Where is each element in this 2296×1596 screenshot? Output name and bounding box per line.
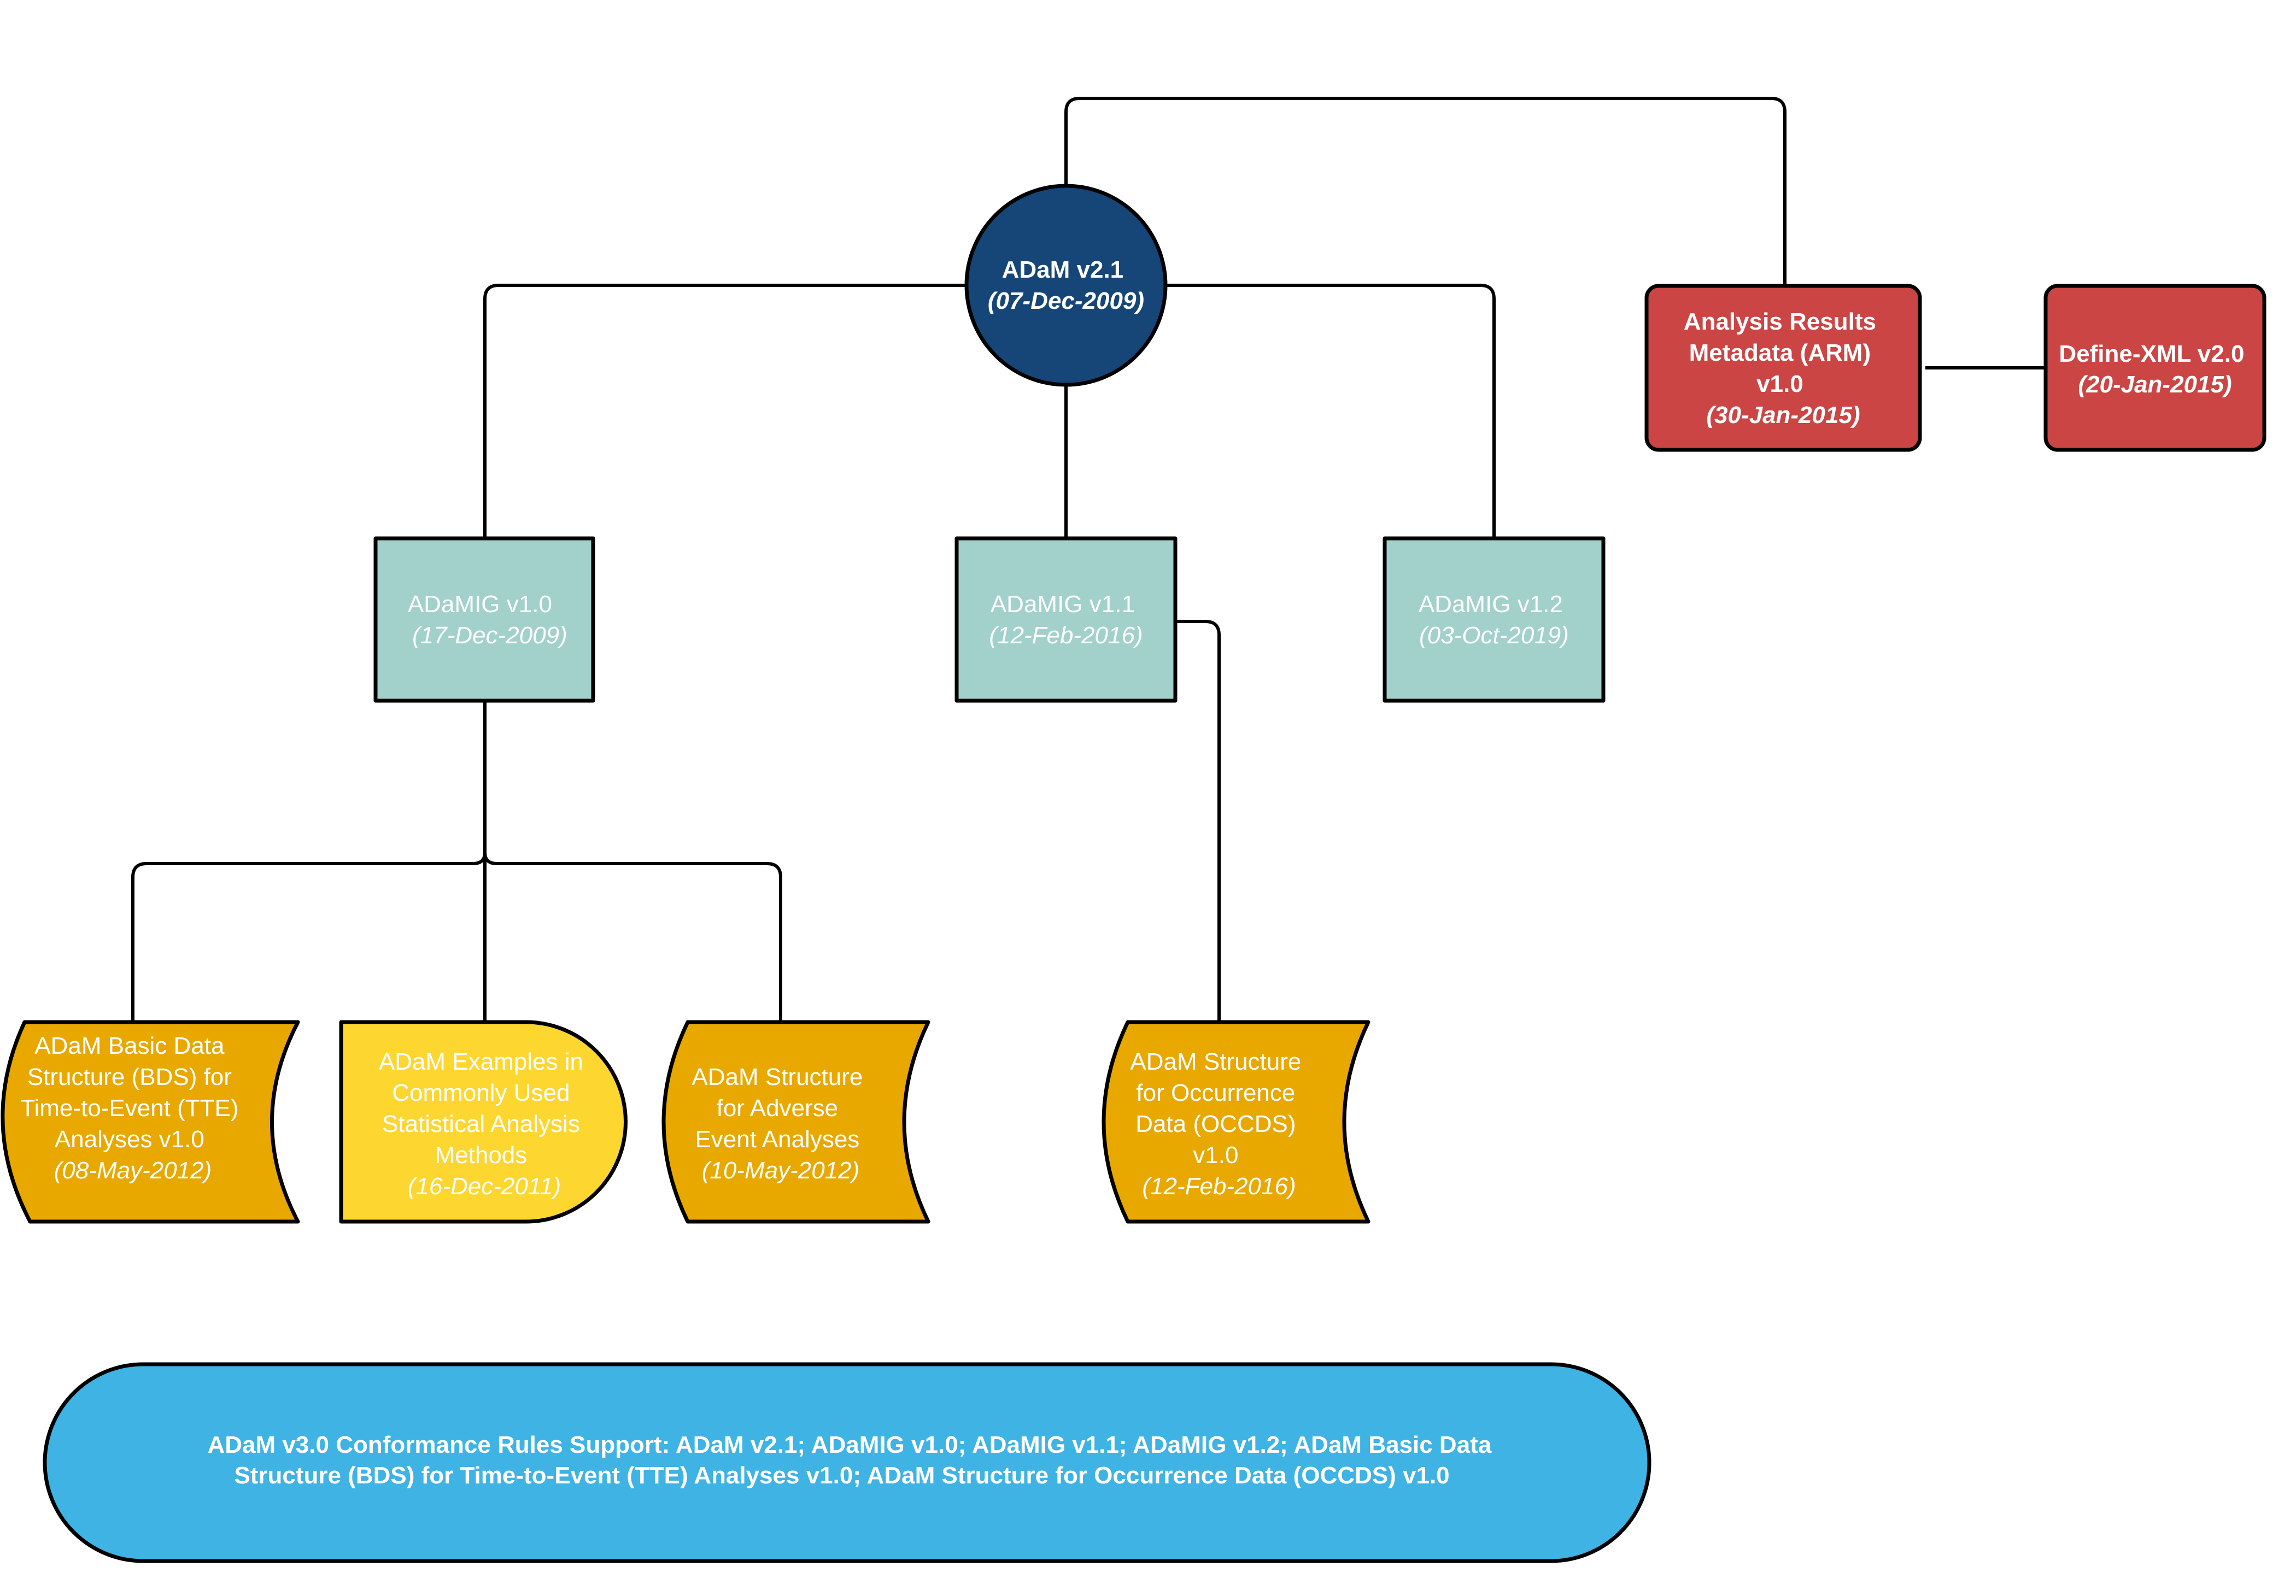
svg-text:ADaM v3.0 Conformance Rules Su: ADaM v3.0 Conformance Rules Support: ADa… [207, 1431, 1498, 1489]
arm-line-1: Analysis Results [1684, 308, 1876, 335]
adamig-v1-0-box [373, 536, 595, 703]
define-xml-box [2043, 284, 2266, 452]
svg-text:ADaM Examples in Commonl: ADaM Examples in Commonly Used Statistic… [379, 1048, 590, 1200]
examples-line-1: ADaM Examples in [379, 1048, 583, 1075]
occds-line-1: ADaM Structure [1130, 1048, 1301, 1075]
occds-date: (12-Feb-2016) [1142, 1173, 1296, 1200]
node-adamig-v1-1: ADaMIG v1.1 (12-Feb-2016) [954, 536, 1178, 703]
svg-text:ADaM Structure for Adver: ADaM Structure for Adverse Event Analyse… [692, 1064, 869, 1184]
adam-v2-1-title: ADaM v2.1 [1002, 256, 1124, 283]
adamig-v1-0-title: ADaMIG v1.0 [408, 591, 552, 618]
adamig-v1-1-title: ADaMIG v1.1 [991, 591, 1135, 618]
adverse-event-line-1: ADaM Structure [692, 1064, 863, 1090]
examples-line-3: Statistical Analysis [382, 1111, 580, 1137]
adamig-v1-2-title: ADaMIG v1.2 [1419, 591, 1563, 618]
define-xml-date: (20-Jan-2015) [2078, 371, 2231, 398]
connectors [131, 97, 2046, 1022]
bds-tte-line-4: Analyses v1.0 [55, 1126, 204, 1153]
node-arm-v1-0: Analysis Results Metadata (ARM) v1.0 (30… [1644, 284, 1922, 452]
adamig-v1-0-date: (17-Dec-2009) [412, 622, 567, 649]
occds-line-4: v1.0 [1193, 1142, 1238, 1169]
examples-line-4: Methods [435, 1142, 528, 1169]
adamig-v1-2-date: (03-Oct-2019) [1419, 622, 1569, 649]
adamig-v1-1-date: (12-Feb-2016) [989, 622, 1143, 649]
svg-text:ADaM Basic Data Structur: ADaM Basic Data Structure (BDS) for Time… [20, 1032, 245, 1184]
node-conformance-rules: ADaM v3.0 Conformance Rules Support: ADa… [43, 1362, 1651, 1563]
adamig-v1-1-box [954, 536, 1178, 703]
edge-adam-to-arm [1064, 97, 1787, 286]
node-adverse-event: ADaM Structure for Adverse Event Analyse… [661, 1020, 930, 1224]
svg-text:Analysis Results Metadat: Analysis Results Metadata (ARM) v1.0 (30… [1684, 308, 1883, 429]
svg-text:ADaMIG v1.1 (12-Feb-2016: ADaMIG v1.1 (12-Feb-2016) [989, 591, 1143, 649]
adverse-event-shape [661, 1020, 930, 1224]
edge-adamig-v10-to-bds [131, 852, 487, 1022]
node-bds-tte: ADaM Basic Data Structure (BDS) for Time… [1, 1020, 300, 1224]
examples-date: (16-Dec-2011) [408, 1173, 561, 1200]
bds-tte-line-2: Structure (BDS) for [27, 1064, 232, 1090]
arm-date: (30-Jan-2015) [1706, 402, 1860, 429]
adam-v2-1-date: (07-Dec-2009) [988, 287, 1144, 314]
svg-text:ADaMIG v1.0 (17-Dec-2009: ADaMIG v1.0 (17-Dec-2009) [408, 591, 567, 649]
node-examples: ADaM Examples in Commonly Used Statistic… [339, 1020, 628, 1224]
edge-adam-to-adamig-v12 [1165, 284, 1496, 538]
svg-text:ADaMIG v1.2 (03-Oct-2019: ADaMIG v1.2 (03-Oct-2019) [1419, 591, 1569, 649]
node-adamig-v1-0: ADaMIG v1.0 (17-Dec-2009) [373, 536, 595, 703]
adverse-event-line-2: for Adverse [717, 1095, 839, 1122]
arm-line-3: v1.0 [1756, 371, 1803, 397]
bds-tte-date: (08-May-2012) [54, 1157, 212, 1184]
bds-tte-line-1: ADaM Basic Data [34, 1032, 225, 1059]
define-xml-title: Define-XML v2.0 [2059, 341, 2244, 367]
node-adam-v2-1: ADaM v2.1 (07-Dec-2009) [964, 184, 1168, 387]
edge-adamig-v10-to-adverse-event [483, 852, 782, 1022]
node-adamig-v1-2: ADaMIG v1.2 (03-Oct-2019) [1383, 536, 1606, 703]
edge-adamig-v11-to-occds [1176, 620, 1221, 1022]
examples-line-2: Commonly Used [392, 1079, 570, 1106]
arm-line-2: Metadata (ARM) [1689, 339, 1871, 366]
adverse-event-line-3: Event Analyses [695, 1126, 859, 1153]
examples-shape [339, 1020, 628, 1224]
node-define-xml-v2-0: Define-XML v2.0 (20-Jan-2015) [2043, 284, 2266, 452]
occds-line-2: for Occurrence [1136, 1079, 1295, 1106]
adam-v2-1-circle [964, 184, 1168, 387]
occds-shape [1102, 1020, 1370, 1224]
adverse-event-date: (10-May-2012) [702, 1157, 860, 1184]
adamig-v1-2-box [1383, 536, 1606, 703]
svg-text:ADaM Structure for Occur: ADaM Structure for Occurrence Data (OCCD… [1130, 1048, 1308, 1200]
svg-text:ADaM v2.1 (07-Dec-2009): ADaM v2.1 (07-Dec-2009) [988, 256, 1144, 314]
arm-box [1644, 284, 1922, 452]
occds-line-3: Data (OCCDS) [1135, 1111, 1296, 1137]
conformance-pill [43, 1362, 1651, 1563]
bds-tte-line-3: Time-to-Event (TTE) [20, 1095, 238, 1122]
node-occds: ADaM Structure for Occurrence Data (OCCD… [1102, 1020, 1370, 1224]
bds-tte-shape [1, 1020, 300, 1224]
conformance-line-1: ADaM v3.0 Conformance Rules Support: ADa… [207, 1431, 1491, 1458]
conformance-line-2: Structure (BDS) for Time-to-Event (TTE) … [234, 1462, 1449, 1489]
edge-adam-to-adamig-v10 [483, 284, 967, 538]
svg-text:Define-XML v2.0 (20-Jan-: Define-XML v2.0 (20-Jan-2015) [2059, 341, 2251, 398]
